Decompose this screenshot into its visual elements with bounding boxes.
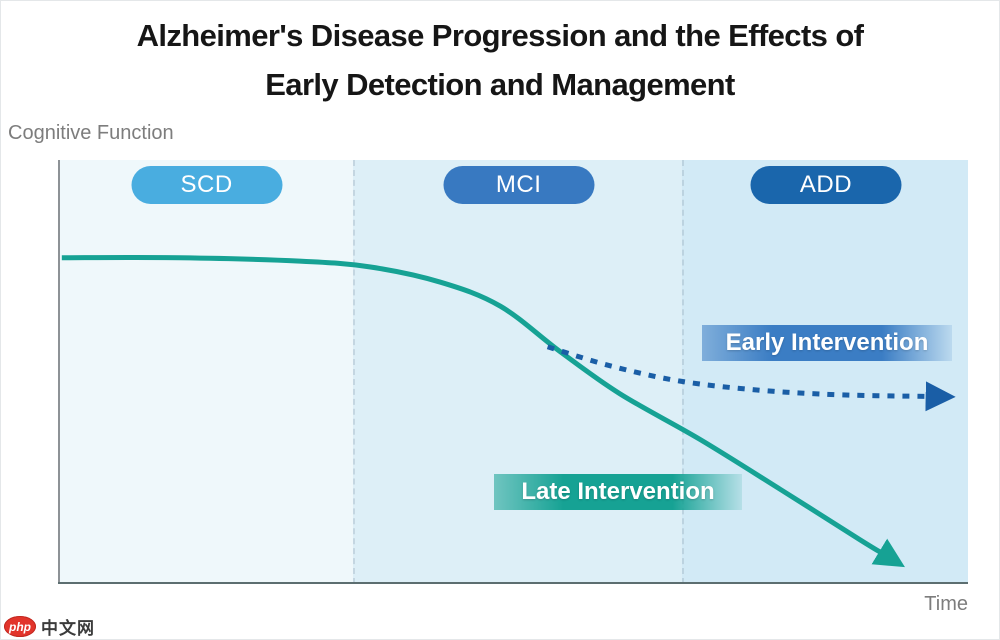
stage-band-scd: SCD bbox=[60, 160, 354, 584]
stage-pill-mci: MCI bbox=[443, 166, 595, 204]
early-intervention-label: Early Intervention bbox=[702, 325, 952, 361]
php-logo-badge: php bbox=[4, 616, 36, 637]
stage-pill-scd: SCD bbox=[131, 166, 283, 204]
plot-area: SCD MCI ADD bbox=[60, 160, 968, 584]
late-intervention-label: Late Intervention bbox=[494, 474, 742, 510]
y-axis-label: Cognitive Function bbox=[8, 122, 174, 144]
x-axis-label: Time bbox=[924, 593, 968, 615]
x-axis-line bbox=[58, 582, 968, 584]
title-line-1: Alzheimer's Disease Progression and the … bbox=[136, 18, 864, 53]
stage-band-mci: MCI bbox=[353, 160, 682, 584]
watermark-text: 中文网 bbox=[41, 619, 95, 638]
stage-pill-add: ADD bbox=[750, 166, 902, 204]
watermark: php 中文网 bbox=[4, 614, 95, 639]
stage-band-add: ADD bbox=[681, 160, 968, 584]
y-axis-line bbox=[58, 160, 60, 584]
title-line-2: Early Detection and Management bbox=[265, 67, 735, 102]
page-title: Alzheimer's Disease Progression and the … bbox=[0, 11, 1000, 109]
